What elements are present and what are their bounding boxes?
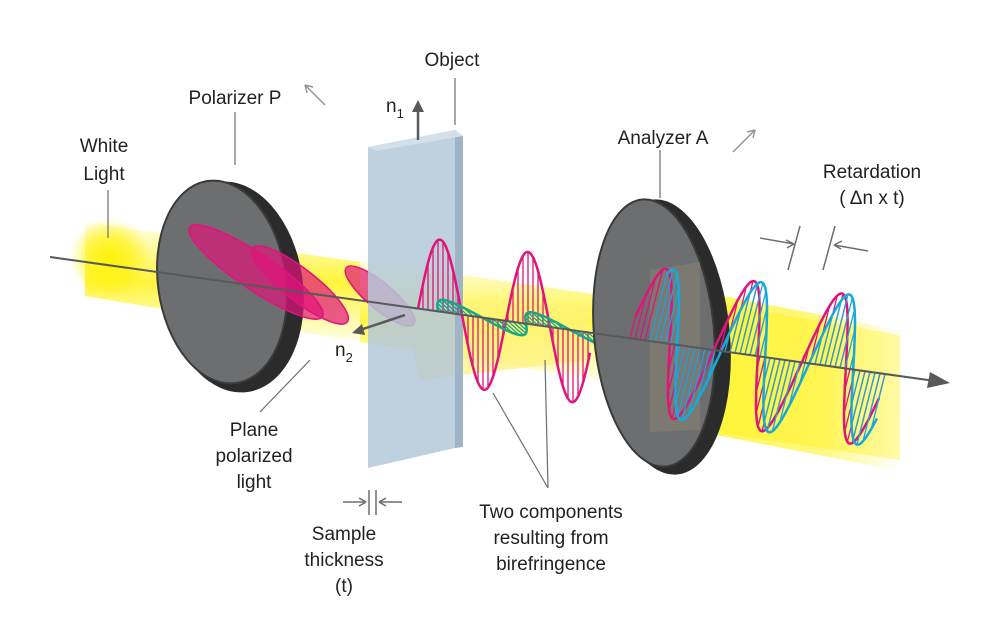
cyan-analyzed-wave-hatch [852, 371, 871, 440]
cyan-analyzed-wave-hatch [844, 328, 856, 369]
magenta-analyzed-wave-hatch [755, 357, 766, 393]
cyan-analyzed-wave-hatch [749, 291, 767, 356]
green-component-wave-hatch [438, 300, 454, 314]
two-components-label-1: Two components [479, 502, 623, 523]
green-component-wave-hatch [502, 319, 520, 336]
magenta-analyzed-wave-hatch [629, 316, 636, 339]
analyzer-label: Analyzer A [618, 128, 709, 149]
cyan-analyzed-wave-hatch [829, 294, 849, 367]
thickness-dimension-icon [343, 490, 402, 515]
polarizer-label: Polarizer P [189, 88, 282, 109]
polarization-arrow-icon [304, 84, 326, 106]
retardation-formula: ( Δn x t) [839, 188, 904, 209]
green-component-wave-hatch [512, 321, 527, 334]
cyan-analyzed-wave-hatch [819, 314, 834, 366]
retardation-dimension-icon [759, 225, 869, 271]
cyan-analyzed-wave [649, 268, 886, 446]
n2-label: n2 [335, 340, 353, 365]
cyan-analyzed-wave-hatch [734, 292, 751, 354]
cyan-analyzed-wave-hatch [850, 371, 866, 426]
green-component-wave-hatch [446, 300, 464, 316]
cyan-analyzed-wave-hatch [669, 308, 680, 345]
cyan-analyzed-wave-curve [665, 268, 879, 446]
object-label: Object [425, 50, 481, 71]
cyan-analyzed-wave-hatch [839, 309, 856, 368]
magenta-analyzed-wave-hatch [644, 269, 664, 341]
n1-arrow-icon [412, 100, 424, 140]
cyan-analyzed-wave-hatch [763, 359, 781, 423]
green-component-wave-hatch [527, 312, 544, 327]
cyan-analyzed-wave-hatch [659, 274, 678, 343]
magenta-component-wave-curve [416, 238, 592, 404]
plane-polarized-label-2: polarized [215, 446, 292, 467]
green-component-wave [436, 298, 607, 349]
cyan-analyzed-wave-hatch [675, 346, 691, 404]
cyan-analyzed-wave-hatch [771, 360, 791, 432]
sample-thickness-label-3: (t) [335, 576, 353, 597]
cyan-analyzed-wave-hatch [696, 349, 711, 402]
magenta-analyzed-wave-curve [634, 267, 881, 445]
cyan-analyzed-wave-hatch [739, 283, 759, 354]
cyan-analyzed-wave-hatch [754, 307, 768, 356]
cyan-analyzed-wave-hatch [824, 300, 842, 366]
green-component-wave-hatch [517, 322, 528, 331]
cyan-analyzed-wave-hatch [729, 309, 742, 353]
cyan-analyzed-wave-hatch [744, 282, 764, 355]
direction-arrow-icon [732, 129, 756, 153]
cyan-analyzed-wave-hatch [834, 297, 853, 368]
leader-lines [107, 78, 661, 489]
birefringence-components [416, 238, 607, 404]
cyan-analyzed-wave-hatch [788, 361, 801, 407]
green-component-wave-hatch [507, 320, 524, 336]
cyan-analyzed-wave-hatch [649, 273, 668, 342]
cyan-analyzed-wave-hatch [681, 347, 701, 421]
green-component-wave-curve [436, 298, 607, 349]
cyan-analyzed-wave-hatch [674, 345, 686, 385]
cyan-analyzed-wave-hatch [766, 359, 786, 432]
n2-arrow-icon [352, 313, 406, 335]
cyan-analyzed-wave-hatch [856, 372, 876, 445]
cyan-analyzed-wave-hatch [762, 358, 776, 406]
white-light-label-2: Light [83, 164, 125, 185]
cyan-analyzed-wave-hatch [862, 373, 881, 442]
two-components-label-3: birefringence [496, 554, 606, 575]
cyan-analyzed-wave-hatch [687, 348, 706, 415]
cyan-analyzed-wave-hatch [779, 361, 796, 423]
cyan-analyzed-wave-hatch [850, 370, 861, 405]
optical-axis-icon [49, 256, 950, 388]
n1-label: n1 [386, 96, 404, 121]
magenta-analyzed-wave-hatch [634, 294, 647, 340]
cyan-analyzed-wave-hatch [677, 347, 696, 417]
retardation-label: Retardation [823, 162, 921, 183]
green-component-wave-hatch [441, 299, 459, 315]
sample-thickness-label-1: Sample [312, 524, 376, 545]
plane-polarized-label-3: light [237, 472, 273, 493]
analyzer-disc [592, 198, 731, 475]
plane-polarized-label-1: Plane [230, 420, 279, 441]
sample-thickness-label-2: thickness [304, 550, 383, 571]
white-light-label-1: White [80, 136, 129, 157]
cyan-analyzed-wave-hatch [664, 287, 680, 344]
cyan-analyzed-wave-hatch [654, 269, 674, 342]
analyzed-waves [629, 267, 886, 446]
green-component-wave-hatch [437, 302, 449, 314]
sample-plate [368, 130, 463, 468]
magenta-analyzed-wave-hatch [639, 278, 656, 340]
green-component-wave-hatch [525, 314, 539, 326]
two-components-label-2: resulting from [493, 528, 608, 549]
green-component-wave-hatch [531, 311, 549, 328]
cyan-analyzed-wave-hatch [870, 373, 886, 430]
